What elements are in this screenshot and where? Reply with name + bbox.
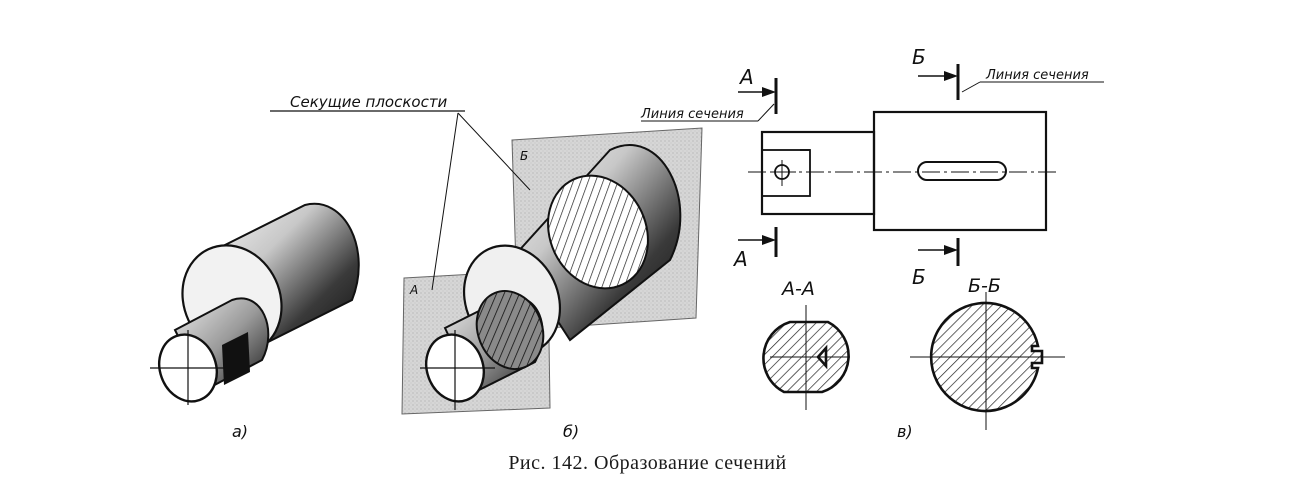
section-a-title: А-А — [780, 278, 815, 300]
arrow-a-bottom-letter: А — [732, 247, 748, 271]
arrow-b-bottom-letter: Б — [912, 265, 926, 289]
arrow-b-top-letter: Б — [912, 45, 926, 69]
orthographic-view: А А Линия сечения Б Б Линия сечения А-А … — [640, 45, 1104, 430]
arrow-a-top-letter: А — [738, 65, 754, 89]
section-b-title: Б-Б — [968, 275, 1001, 297]
large-shaft-outline — [872, 110, 1048, 232]
cutting-plane-a-letter: А — [409, 283, 418, 297]
square-flat-outline — [761, 149, 811, 197]
small-shaft-outline — [760, 130, 876, 216]
section-a-cut — [475, 290, 545, 370]
shaft-3d-view-a — [150, 202, 360, 405]
fig-a-label: а) — [232, 422, 248, 441]
figure-caption: Рис. 142. Образование сечений — [508, 452, 787, 474]
section-b-cut — [547, 174, 649, 290]
shaft-flat — [222, 332, 250, 385]
fig-v-label: в) — [897, 422, 913, 441]
fig-b-label: б) — [563, 422, 579, 441]
cutting-plane-b-letter: Б — [520, 149, 528, 163]
section-line-b-label: Линия сечения — [985, 68, 1089, 83]
keyway-slot — [917, 161, 1007, 181]
section-line-a-label: Линия сечения — [640, 107, 744, 122]
cutting-planes-label: Секущие плоскости — [290, 93, 448, 111]
shaft-3d-view-b: Б А — [401, 127, 703, 415]
